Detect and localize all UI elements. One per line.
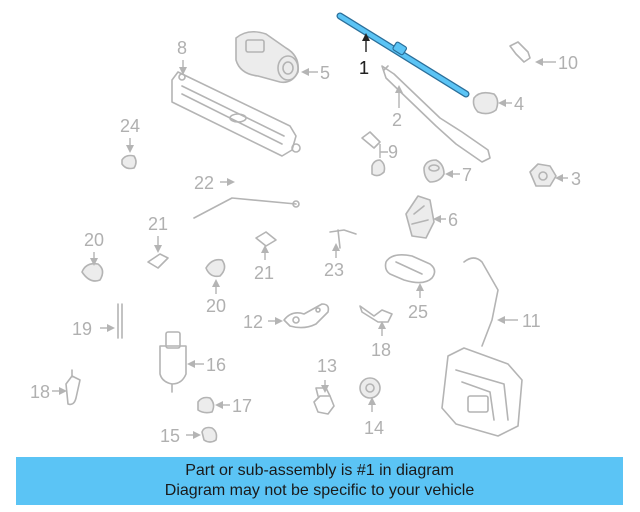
svg-text:24: 24 bbox=[120, 116, 140, 136]
svg-text:4: 4 bbox=[514, 94, 524, 114]
cap-part-4 bbox=[472, 91, 499, 115]
valve-part-21-right bbox=[255, 231, 277, 247]
parts-diagram: 1 1 2 3 4 5 bbox=[30, 12, 581, 446]
callout-25: 25 bbox=[408, 283, 428, 322]
washer-reservoir-part-11 bbox=[441, 257, 523, 437]
callout-10: 10 bbox=[535, 53, 578, 73]
bracket-part-6 bbox=[405, 195, 435, 239]
svg-text:5: 5 bbox=[320, 63, 330, 83]
svg-text:7: 7 bbox=[462, 165, 472, 185]
clip-part-10 bbox=[509, 41, 531, 63]
svg-text:12: 12 bbox=[243, 312, 263, 332]
svg-text:2: 2 bbox=[392, 110, 402, 130]
wiper-arm-part-2 bbox=[381, 65, 491, 163]
callout-16: 16 bbox=[187, 355, 226, 375]
svg-text:14: 14 bbox=[364, 418, 384, 438]
svg-text:10: 10 bbox=[558, 53, 578, 73]
callout-3: 3 bbox=[555, 169, 581, 189]
grommet-part-17 bbox=[197, 396, 215, 414]
callout-22: 22 bbox=[194, 173, 235, 193]
svg-text:9: 9 bbox=[388, 142, 398, 162]
svg-text:3: 3 bbox=[571, 169, 581, 189]
callout-15: 15 bbox=[160, 426, 201, 446]
svg-text:21: 21 bbox=[254, 263, 274, 283]
svg-text:8: 8 bbox=[177, 38, 187, 58]
seal-part-25 bbox=[384, 254, 436, 284]
callout-6: 6 bbox=[433, 210, 458, 230]
svg-text:25: 25 bbox=[408, 302, 428, 322]
connector-part-23 bbox=[329, 229, 357, 249]
callout-12: 12 bbox=[243, 312, 283, 332]
svg-text:1: 1 bbox=[359, 58, 369, 78]
svg-text:23: 23 bbox=[324, 260, 344, 280]
callout-18-right: 18 bbox=[371, 321, 391, 360]
connector-part-18-right bbox=[359, 305, 393, 323]
gasket-part-12 bbox=[283, 303, 330, 329]
svg-text:16: 16 bbox=[206, 355, 226, 375]
wiper-motor-part-5 bbox=[235, 30, 300, 84]
callout-11: 11 bbox=[497, 311, 541, 331]
svg-text:11: 11 bbox=[522, 311, 541, 331]
svg-text:20: 20 bbox=[84, 230, 104, 250]
callout-21-left: 21 bbox=[148, 214, 168, 253]
banner-disclaimer: Diagram may not be specific to your vehi… bbox=[164, 482, 475, 499]
callout-8: 8 bbox=[177, 38, 187, 75]
callout-14: 14 bbox=[364, 397, 384, 438]
callout-7: 7 bbox=[445, 165, 472, 185]
svg-text:6: 6 bbox=[448, 210, 458, 230]
nut-part-3 bbox=[529, 163, 557, 187]
svg-text:19: 19 bbox=[72, 319, 92, 339]
callout-21-right: 21 bbox=[254, 245, 274, 283]
callout-9: 9 bbox=[379, 142, 398, 162]
banner-part-note: Part or sub-assembly is #1 in diagram bbox=[185, 462, 454, 479]
nozzle-part-20-left bbox=[81, 262, 104, 282]
grommet-part-7 bbox=[423, 159, 445, 183]
rod-part-19 bbox=[117, 303, 123, 339]
svg-text:1: 1 bbox=[359, 58, 369, 78]
connector-part-18-left bbox=[65, 369, 81, 406]
callout-20-right: 20 bbox=[206, 279, 226, 316]
washer-pump-part-16 bbox=[159, 331, 187, 393]
linkage-frame-part-8 bbox=[171, 71, 301, 157]
grommet-part-15 bbox=[201, 426, 218, 443]
callout-4: 4 bbox=[498, 94, 524, 114]
svg-text:15: 15 bbox=[160, 426, 180, 446]
callout-5: 5 bbox=[301, 63, 330, 83]
svg-text:22: 22 bbox=[194, 173, 214, 193]
bolts-part-9 bbox=[361, 131, 386, 177]
callout-1-upper: 1 bbox=[359, 33, 370, 78]
callout-24: 24 bbox=[120, 116, 140, 153]
callout-1-lower: 1 bbox=[359, 58, 369, 78]
sensor-part-13 bbox=[313, 387, 335, 415]
callout-17: 17 bbox=[215, 396, 252, 416]
hose-part-22 bbox=[193, 197, 300, 219]
clip-part-24 bbox=[121, 154, 137, 170]
grommet-part-14 bbox=[359, 377, 381, 399]
svg-text:17: 17 bbox=[232, 396, 252, 416]
svg-text:20: 20 bbox=[206, 296, 226, 316]
svg-text:18: 18 bbox=[371, 340, 391, 360]
callout-2: 2 bbox=[392, 85, 403, 130]
nozzle-part-20-right bbox=[205, 258, 226, 278]
callout-13: 13 bbox=[317, 356, 337, 393]
callout-18-left: 18 bbox=[30, 382, 67, 402]
svg-text:21: 21 bbox=[148, 214, 168, 234]
callout-23: 23 bbox=[324, 243, 344, 280]
svg-text:13: 13 bbox=[317, 356, 337, 376]
callout-19: 19 bbox=[72, 319, 115, 339]
svg-text:18: 18 bbox=[30, 382, 50, 402]
wiper-blade-part-1[interactable] bbox=[336, 12, 470, 98]
info-banner: Part or sub-assembly is #1 in diagram Di… bbox=[16, 457, 623, 505]
valve-part-21-left bbox=[147, 253, 169, 269]
callout-20-left: 20 bbox=[84, 230, 104, 266]
